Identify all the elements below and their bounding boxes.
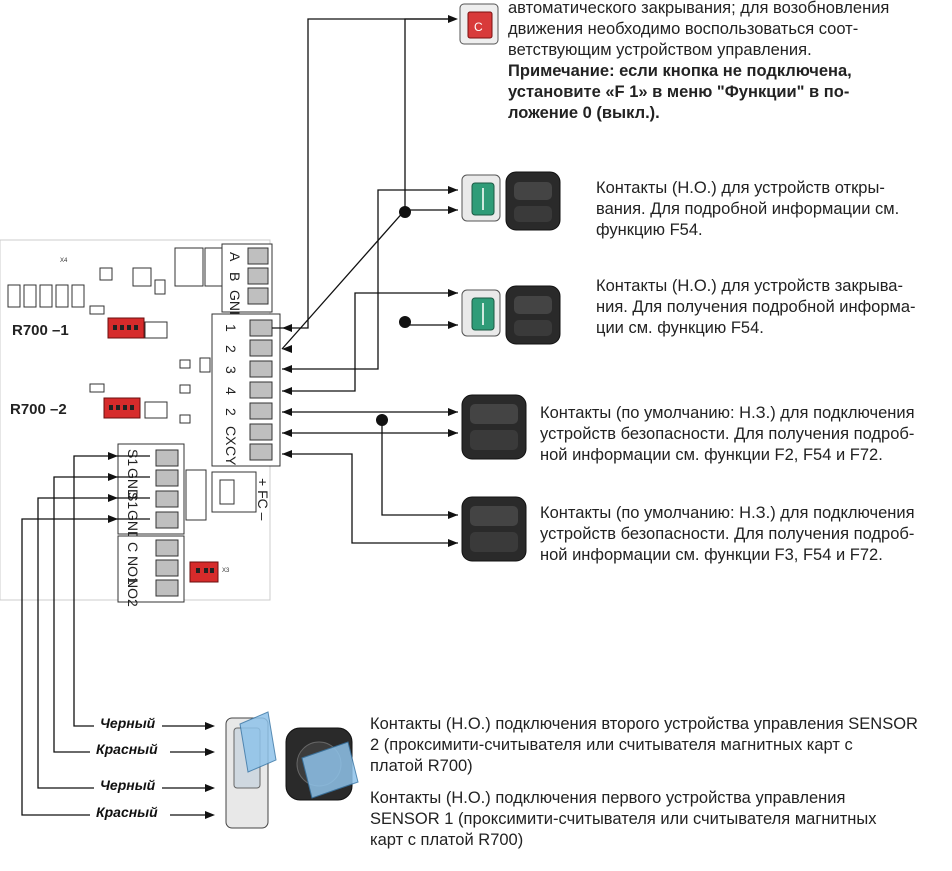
terminal-block-abgnd: A B GND [221,243,273,321]
open-pushbutton-icon [461,174,501,222]
safety-1-note-line-1: Контакты (по умолчанию: Н.З.) для подклю… [540,404,915,422]
close-note-line-3: ции см. функцию F54. [596,319,764,337]
stop-note-bold-1: Примечание: если кнопка не подключена, [508,62,852,80]
stop-note-line-3: ветствующим устройством управления. [508,41,812,59]
wire-label-black-1: Черный [100,715,156,731]
terminal-block-relay: C NO1 NO2 [117,535,185,607]
sensor-2-note-line-1: Контакты (Н.О.) подключения второго устр… [370,715,918,733]
open-note-line-3: функцию F54. [596,221,703,239]
terminal-cy-label: CY [223,446,239,466]
close-note: Контакты (Н.О.) для устройств закрыва- н… [596,276,946,339]
fc-connector: + FC – [185,469,271,521]
sensor-1-note-line-1: Контакты (Н.О.) подключения первого устр… [370,789,846,807]
sensor-2-note: Контакты (Н.О.) подключения второго устр… [370,714,950,777]
open-key-selector-icon [505,171,561,231]
junction-dots [376,206,411,426]
terminal-c-label: C [125,542,141,552]
safety-1-note: Контакты (по умолчанию: Н.З.) для подклю… [540,403,948,466]
wire-label-red-2: Красный [96,804,158,820]
wire-label-black-2: Черный [100,777,156,793]
terminal-b-label: B [227,272,243,281]
open-note-line-1: Контакты (Н.О.) для устройств откры- [596,179,885,197]
close-note-line-2: ния. Для получения подробной информа- [596,298,916,316]
safety-2-note-line-3: ной информации см. функции F3, F54 и F72… [540,546,883,564]
sensor-1-note-line-3: карт с платой R700) [370,831,524,849]
safety-2-note-line-1: Контакты (по умолчанию: Н.З.) для подклю… [540,504,915,522]
stop-note-line-2: движения необходимо воспользоваться соот… [508,20,859,38]
terminal-no1-label: NO1 [125,556,141,585]
proximity-reader-icon [225,711,277,829]
terminal-cx-label: CX [223,426,239,446]
sensor-1-note-line-2: SENSOR 1 (проксимити-считывателя или счи… [370,810,877,828]
wire-label-red-1: Красный [96,741,158,757]
terminal-s1b-label: S1 [125,492,141,509]
svg-text:C: C [474,20,483,34]
terminal-2b-label: 2 [223,408,239,416]
keypad-reader-icon [285,727,359,801]
sensor-1-note: Контакты (Н.О.) подключения первого устр… [370,788,950,851]
safety-2-note-line-2: устройств безопасности. Для получения по… [540,525,915,543]
stop-button-icon: C [459,3,499,45]
close-key-selector-icon [505,285,561,345]
r700-1-connector [107,317,145,339]
terminal-block-main: 1 2 3 4 2 CX CY [211,313,281,467]
safety-device-2-icon [461,496,527,562]
safety-1-note-line-3: ной информации см. функции F2, F54 и F72… [540,446,883,464]
terminal-3-label: 3 [223,366,239,374]
terminal-a-label: A [227,252,243,262]
terminal-gnd1-label: GND [125,468,141,499]
fc-label: + FC – [255,478,271,521]
sensor-2-note-line-3: платой R700) [370,757,473,775]
safety-2-note: Контакты (по умолчанию: Н.З.) для подклю… [540,503,948,566]
safety-1-note-line-2: устройств безопасности. Для получения по… [540,425,915,443]
arrowheads [108,15,458,819]
close-pushbutton-icon [461,289,501,337]
control-board: X4 X3 [0,239,281,607]
stop-button-note: автоматического закрывания; для возобнов… [508,0,948,124]
open-note-line-2: вания. Для подробной информации см. [596,200,900,218]
terminal-block-sensor: S1 GND S1 GND [117,443,185,541]
r700-2-label: R700 –2 [10,401,67,418]
r700-2-connector [103,397,141,419]
stop-note-bold-2: установите «F 1» в меню "Функции" в по- [508,83,850,101]
stop-note-bold-3: ложение 0 (выкл.). [508,104,660,122]
terminal-gnd2-label: GND [125,510,141,541]
svg-text:X3: X3 [222,568,230,574]
terminal-no2-label: NO2 [125,578,141,607]
terminal-gnd-label: GND [227,290,243,321]
svg-text:X4: X4 [60,258,68,264]
stop-note-line-1: автоматического закрывания; для возобнов… [508,0,890,17]
sensor-2-note-line-2: 2 (проксимити-считывателя или считывател… [370,736,853,754]
r700-1-label: R700 –1 [12,322,69,339]
terminal-s1-label: S1 [125,449,141,466]
safety-device-1-icon [461,394,527,460]
open-note: Контакты (Н.О.) для устройств откры- ван… [596,178,946,241]
wire-labels: Черный Красный Черный Красный [90,714,170,821]
terminal-1-label: 1 [223,324,239,332]
x3-red-connector [189,561,219,583]
terminal-2-label: 2 [223,345,239,353]
terminal-4-label: 4 [223,387,239,395]
close-note-line-1: Контакты (Н.О.) для устройств закрыва- [596,277,903,295]
